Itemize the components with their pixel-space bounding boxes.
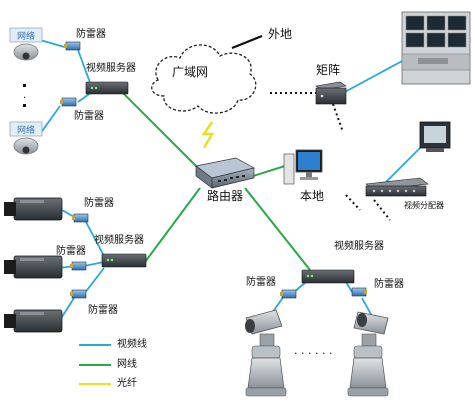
matrix-device-icon <box>315 81 347 105</box>
label-matrix: 矩阵 <box>316 63 341 77</box>
label-arrester-5: 防雷器 <box>88 305 118 316</box>
legend-label-video: 视频线 <box>117 339 147 350</box>
crt-monitor-icon <box>419 121 451 152</box>
label-video-server-top: 视频服务器 <box>86 63 136 74</box>
svg-text:网络: 网络 <box>17 30 35 42</box>
surge-arrester-icon <box>351 287 367 297</box>
legend-label-fiber: 光纤 <box>117 378 137 389</box>
label-router: 路由器 <box>207 189 244 203</box>
net-line-router-local <box>249 164 289 178</box>
label-video-server-bottom: 视频服务器 <box>334 241 384 252</box>
vertical-ellipsis <box>23 84 26 107</box>
network-lines <box>121 91 311 271</box>
video-distributor-icon <box>365 177 429 197</box>
label-local: 本地 <box>300 189 325 203</box>
label-arrester-1: 防雷器 <box>76 29 106 40</box>
surge-arrester-icon <box>60 97 77 107</box>
ellipsis-bottom: · · · · · · <box>294 347 333 360</box>
local-pc-icon <box>283 149 323 185</box>
label-arrester-2: 防雷器 <box>74 111 104 122</box>
label-arrester-3: 防雷器 <box>84 198 114 209</box>
dome-camera-icon: 网络 <box>9 121 43 155</box>
surge-arrester-icon <box>72 213 89 223</box>
ellipsis-top: · <box>23 93 27 104</box>
label-outside: 外地 <box>268 27 293 41</box>
label-wan: 广域网 <box>172 65 209 79</box>
label-video-server-left: 视频服务器 <box>94 235 144 246</box>
video-server-icon <box>85 81 129 95</box>
ptz-camera-icon <box>347 311 389 397</box>
label-arrester-6: 防雷器 <box>246 277 276 288</box>
wan-cloud <box>151 44 257 114</box>
box-camera-icon <box>4 255 63 279</box>
video-lines <box>39 39 421 321</box>
router-icon <box>195 157 255 189</box>
dotted-links <box>270 92 391 221</box>
legend-swatches <box>79 344 111 385</box>
fiber-bolt-icon <box>201 121 215 149</box>
wan-link-outside <box>231 34 263 50</box>
dome-camera-icon: 网络 <box>9 27 43 61</box>
net-line-leftserver-router <box>144 187 201 263</box>
surge-arrester-icon <box>64 41 81 51</box>
box-camera-icon <box>4 309 63 333</box>
svg-text:网络: 网络 <box>17 124 35 136</box>
ptz-camera-icon <box>245 309 287 397</box>
label-arrester-7: 防雷器 <box>374 279 404 290</box>
surge-arrester-icon <box>70 261 87 271</box>
surge-arrester-icon <box>70 289 87 299</box>
legend-label-network: 网线 <box>117 359 137 370</box>
label-video-distributor: 视频分配器 <box>404 201 444 210</box>
net-line-router-bottomserver <box>244 187 311 271</box>
label-arrester-4: 防雷器 <box>56 246 86 257</box>
monitor-wall-icon <box>401 11 471 85</box>
video-server-icon <box>301 269 355 284</box>
box-camera-icon <box>4 197 63 221</box>
net-line-topserver-router <box>121 91 201 171</box>
video-server-icon <box>101 253 147 268</box>
surge-arrester-icon <box>280 289 297 299</box>
